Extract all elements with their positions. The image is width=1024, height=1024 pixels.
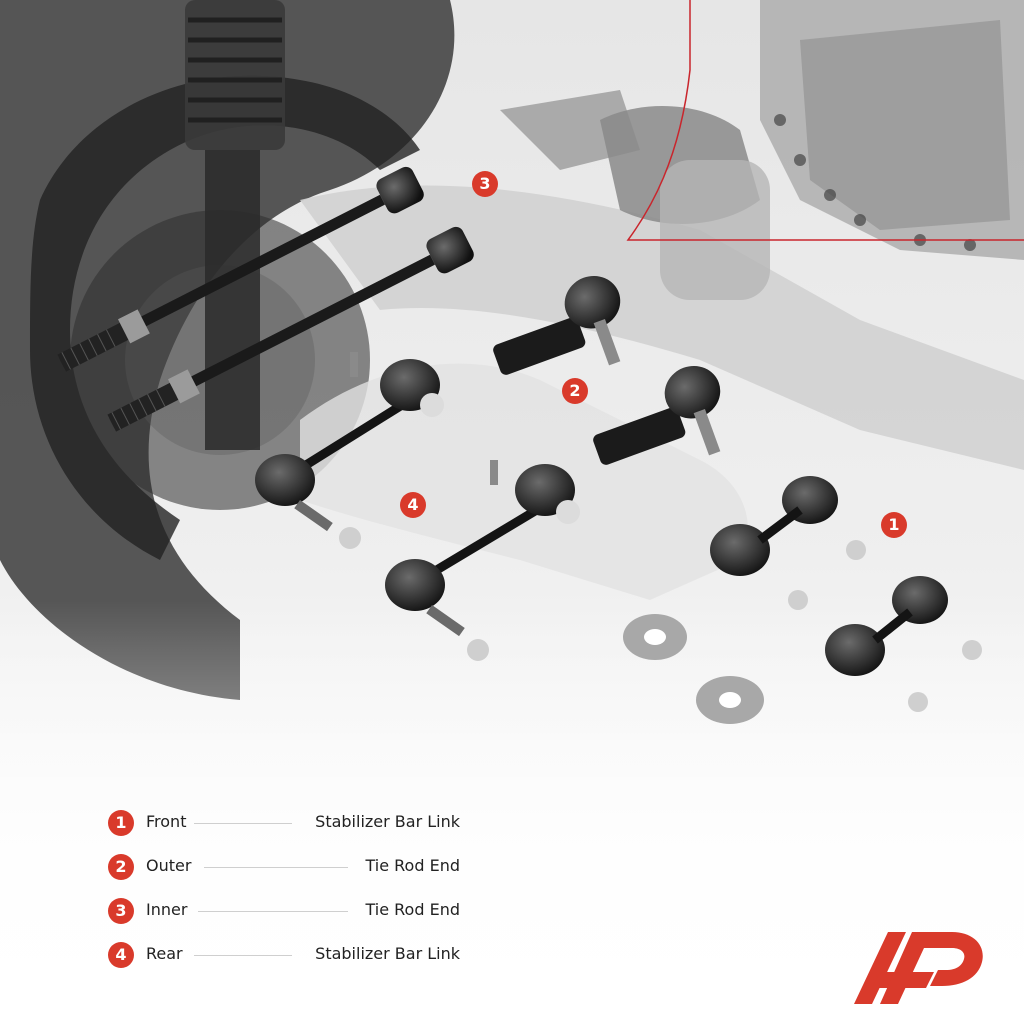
legend-row-front: 1 Front Stabilizer Bar Link <box>108 808 460 838</box>
legend-part: Stabilizer Bar Link <box>315 944 460 963</box>
legend-leader-line <box>194 823 292 824</box>
legend-position: Front <box>146 812 187 831</box>
legend-part: Stabilizer Bar Link <box>315 812 460 831</box>
rear-stabilizer-links <box>255 352 580 661</box>
legend-badge: 3 <box>108 898 134 924</box>
lock-washers <box>623 614 764 724</box>
legend-part: Tie Rod End <box>365 900 461 919</box>
legend-position: Inner <box>146 900 188 919</box>
legend-leader-line <box>194 955 292 956</box>
inner-tie-rod-pair <box>57 166 474 432</box>
front-stabilizer-links <box>710 476 982 712</box>
legend-badge: 2 <box>108 854 134 880</box>
legend-position: Outer <box>146 856 192 875</box>
legend-position: Rear <box>146 944 183 963</box>
legend-row-inner: 3 Inner Tie Rod End <box>108 896 460 926</box>
callout-badge-3: 3 <box>472 171 498 197</box>
legend-row-outer: 2 Outer Tie Rod End <box>108 852 460 882</box>
legend-badge: 1 <box>108 810 134 836</box>
legend-row-rear: 4 Rear Stabilizer Bar Link <box>108 940 460 970</box>
callout-badge-4: 4 <box>400 492 426 518</box>
legend-leader-line <box>198 911 348 912</box>
legend-leader-line <box>204 867 348 868</box>
outer-tie-rod-pair <box>493 275 721 465</box>
legend-part: Tie Rod End <box>365 856 461 875</box>
callout-badge-1: 1 <box>881 512 907 538</box>
ap-logo-icon <box>854 932 983 1004</box>
callout-badge-2: 2 <box>562 378 588 404</box>
legend-badge: 4 <box>108 942 134 968</box>
